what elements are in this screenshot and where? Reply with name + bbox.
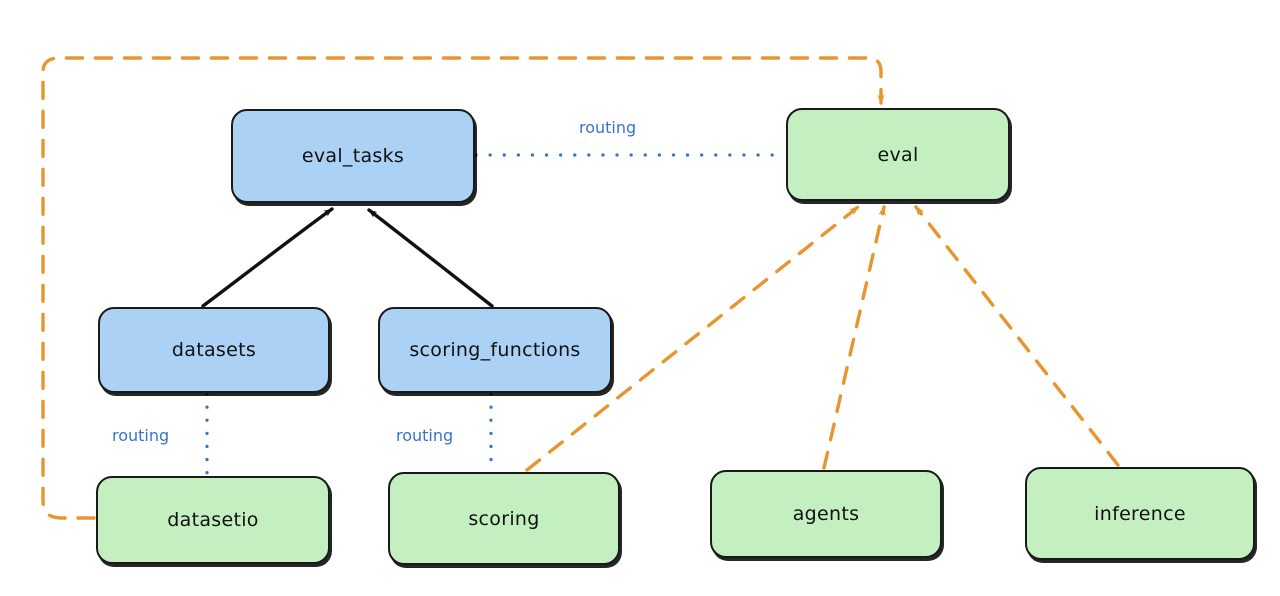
node-label: inference — [1094, 502, 1186, 525]
edge-scoring-to-eval — [525, 205, 860, 472]
edge-label-routing-datasets-datasetio: routing — [112, 426, 170, 445]
node-eval-tasks[interactable]: eval_tasks — [231, 109, 475, 203]
edge-label-routing-scoring-functions-scoring: routing — [396, 426, 454, 445]
edge-agents-to-eval — [822, 205, 886, 470]
edge-datasets-to-eval-tasks — [201, 207, 334, 308]
node-inference[interactable]: inference — [1025, 467, 1255, 560]
node-label: eval — [877, 143, 919, 166]
node-datasets[interactable]: datasets — [98, 307, 330, 393]
node-label: scoring — [468, 507, 540, 530]
node-label: datasetio — [167, 509, 259, 531]
node-scoring[interactable]: scoring — [388, 472, 620, 565]
edge-label-routing-eval-tasks-eval: routing — [579, 118, 637, 137]
edge-datasetio-to-eval — [41, 56, 885, 520]
node-datasetio[interactable]: datasetio — [96, 476, 330, 564]
edge-inference-to-eval — [914, 205, 1120, 467]
node-eval[interactable]: eval — [786, 108, 1010, 201]
node-label: scoring_functions — [409, 339, 581, 361]
node-label: agents — [792, 503, 860, 525]
node-scoring-functions[interactable]: scoring_functions — [378, 307, 612, 393]
node-label: eval_tasks — [301, 145, 405, 167]
node-agents[interactable]: agents — [710, 470, 942, 558]
node-label: datasets — [171, 339, 257, 361]
edge-scoring-functions-to-eval-tasks — [367, 208, 494, 308]
